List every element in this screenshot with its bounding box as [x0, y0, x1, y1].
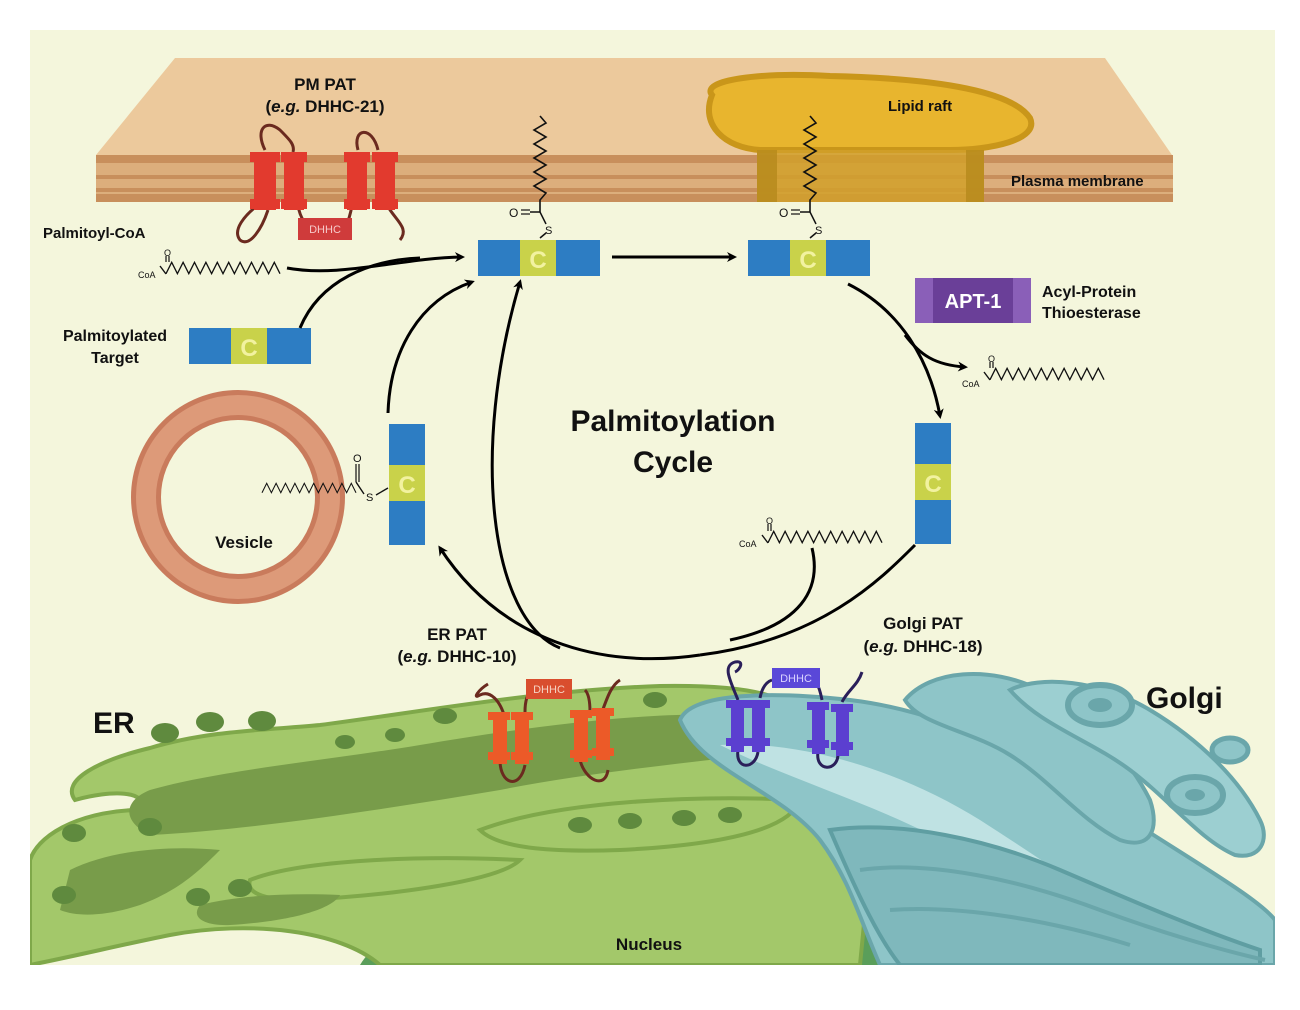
oxygen-atom-5: O: [766, 516, 773, 526]
endoplasmic-reticulum: [30, 683, 883, 965]
nucleus-label: Nucleus: [616, 935, 682, 954]
sulfur-atom-3: S: [366, 492, 373, 504]
arrow-golgi-to-vesicle: [438, 545, 701, 661]
golgi-pat-eg: e.g.: [869, 637, 898, 656]
sulfur-atom-2: S: [815, 225, 822, 237]
cycle-title-2: Cycle: [633, 446, 713, 479]
er-label: ER: [93, 707, 135, 740]
apt1-enzyme: APT-1: [915, 278, 1031, 323]
pm-dhhc-label: DHHC: [309, 224, 341, 236]
cycle-arrows: [286, 252, 968, 661]
vesicle-label: Vesicle: [215, 533, 273, 552]
er-pat-protein: DHHC: [474, 678, 621, 783]
cycle-title-1: Palmitoylation: [570, 405, 775, 438]
coa-label-3: CoA: [739, 539, 757, 549]
oxygen-atom-2: O: [779, 206, 788, 220]
palmitate-chain-pm-target: O S: [509, 115, 552, 239]
palmitoylated-target-label-1: Palmitoylated: [63, 328, 167, 345]
er-pat-subtitle: (e.g. DHHC-10): [397, 647, 516, 666]
golgi-dhhc-label: DHHC: [780, 673, 812, 685]
palmitoyl-coa-molecule-left: CoA O: [138, 248, 281, 280]
arrow-coa-to-golgi: [729, 547, 816, 642]
arrow-golgi-to-pm: [490, 279, 561, 650]
oxygen-atom-1: O: [509, 206, 518, 220]
cysteine-label-3: C: [240, 335, 257, 362]
golgi-pat-enzyme: DHHC-18): [903, 637, 982, 656]
target-protein-pm: C: [478, 240, 600, 276]
cysteine-label-1: C: [529, 247, 546, 274]
er-pat-caption: ER PAT (e.g. DHHC-10): [397, 625, 516, 666]
target-protein-vesicle: C: [389, 424, 425, 545]
target-protein-palmitoylated: C: [189, 328, 311, 364]
palmitoyl-coa-molecule-bottom: CoA O: [739, 516, 883, 549]
palmitoyl-coa-molecule-right: CoA O: [962, 354, 1105, 389]
golgi-apparatus: [677, 672, 1275, 965]
plasma-membrane-label: Plasma membrane: [1011, 173, 1144, 190]
palmitate-chain-raft-target: O S: [779, 115, 822, 239]
arrow-depalm-to-golgi: [699, 543, 917, 657]
coa-label-2: CoA: [962, 379, 980, 389]
coa-label-1: CoA: [138, 270, 156, 280]
oxygen-atom-3: O: [164, 248, 171, 258]
golgi-pat-caption: Golgi PAT (e.g. DHHC-18): [863, 614, 982, 656]
pm-pat-enzyme: DHHC-21): [305, 97, 384, 116]
apt1-desc-1: Acyl-Protein: [1042, 284, 1136, 301]
er-pat-enzyme: DHHC-10): [437, 647, 516, 666]
cysteine-label-5: C: [398, 472, 415, 499]
lipid-raft-label: Lipid raft: [888, 98, 952, 115]
apt1-label: APT-1: [945, 291, 1002, 313]
pm-pat-eg: e.g.: [271, 97, 300, 116]
pm-pat-caption: PM PAT (e.g. DHHC-21): [265, 75, 384, 116]
sulfur-atom-1: S: [545, 225, 552, 237]
vesicle: [131, 390, 345, 604]
golgi-label: Golgi: [1146, 682, 1223, 715]
palmitoyl-coa-label: Palmitoyl-CoA: [43, 225, 146, 242]
target-protein-depalmitoylated: C: [915, 423, 951, 544]
er-dhhc-domain: [526, 679, 572, 699]
palmitoylated-target-label-2: Target: [91, 350, 139, 367]
arrow-palmitoylated-to-pm: [298, 256, 421, 329]
pm-pat-protein: DHHC: [236, 123, 405, 244]
golgi-pat-subtitle: (e.g. DHHC-18): [863, 637, 982, 656]
golgi-pat-title: Golgi PAT: [883, 614, 963, 633]
arrow-apt1-release: [903, 334, 968, 372]
oxygen-atom-6: O: [353, 453, 362, 465]
pm-pat-title: PM PAT: [294, 75, 356, 94]
apt1-desc-2: Thioesterase: [1042, 305, 1141, 322]
lipid-raft: [705, 71, 1035, 202]
palmitate-chain-vesicle: O S: [261, 453, 389, 504]
pm-dhhc-domain: [298, 218, 352, 240]
oxygen-atom-4: O: [988, 354, 995, 364]
er-dhhc-label: DHHC: [533, 684, 565, 696]
target-protein-raft: C: [748, 240, 870, 276]
cysteine-label-2: C: [799, 247, 816, 274]
cysteine-label-4: C: [924, 471, 941, 498]
golgi-dhhc-domain: [772, 668, 820, 688]
pm-pat-subtitle: (e.g. DHHC-21): [265, 97, 384, 116]
er-pat-title: ER PAT: [427, 625, 487, 644]
golgi-pat-protein: DHHC: [726, 660, 864, 769]
arrow-vesicle-to-pm: [386, 279, 475, 414]
er-pat-eg: e.g.: [403, 647, 432, 666]
